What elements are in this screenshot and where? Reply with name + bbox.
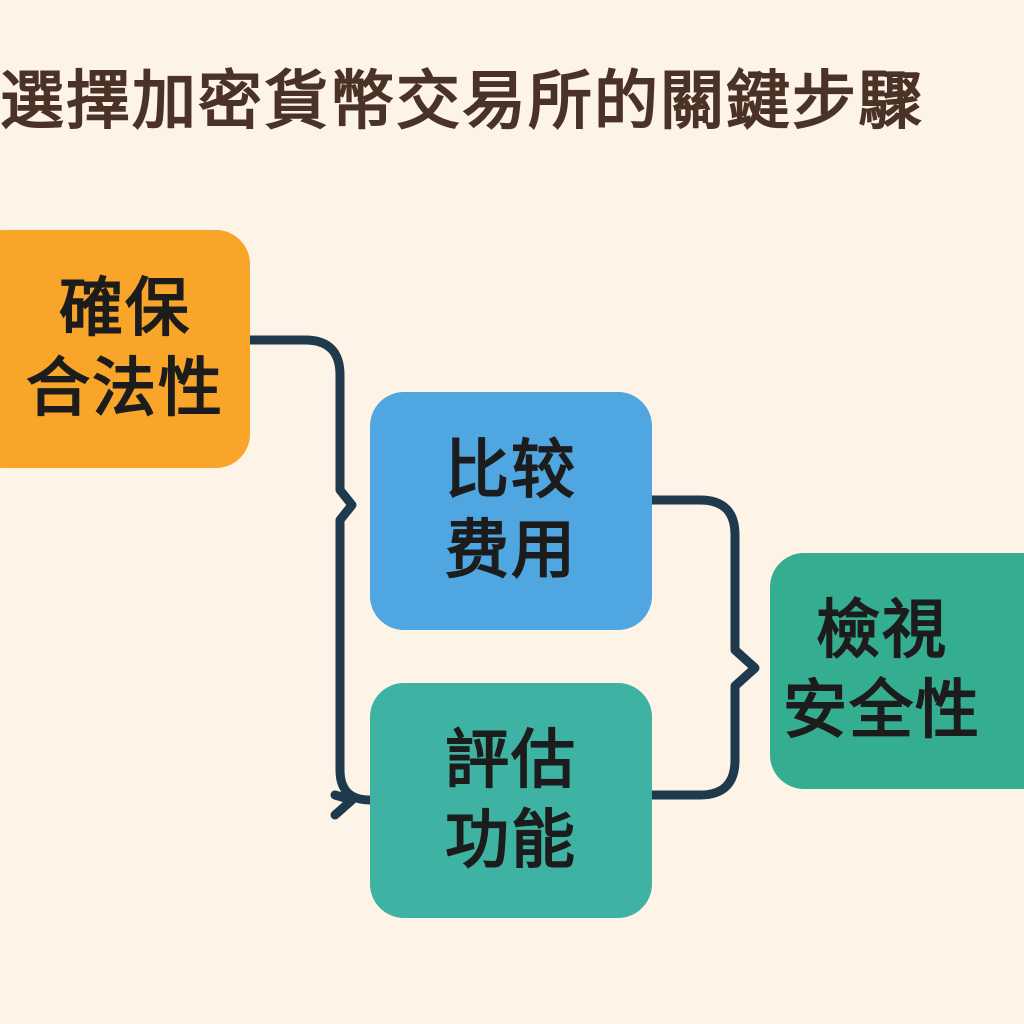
step-line-1: 檢視 [816, 594, 948, 668]
step-line-1: 比较 [445, 434, 577, 508]
step-line-1: 確保 [59, 272, 191, 346]
step-box-features: 評估 功能 [370, 683, 652, 918]
step-line-2: 功能 [445, 803, 577, 878]
step-label-features: 評估 功能 [445, 721, 577, 881]
bracket-connector-right [647, 495, 760, 800]
step-label-security: 檢視 安全性 [770, 591, 1024, 751]
step-box-legal: 確保 合法性 [0, 230, 250, 468]
arrow-tip-left [330, 790, 357, 820]
step-box-fees: 比较 费用 [370, 392, 652, 630]
step-label-legal: 確保 合法性 [0, 269, 250, 429]
step-line-2: 安全性 [783, 674, 981, 748]
step-line-1: 評估 [445, 723, 577, 798]
diagram-title: 選擇加密貨幣交易所的關鍵步驟 [0, 65, 924, 139]
bracket-connector-left [245, 335, 375, 805]
step-box-security: 檢視 安全性 [770, 553, 1024, 789]
step-line-2: 费用 [445, 514, 577, 588]
step-label-fees: 比较 费用 [445, 431, 577, 591]
step-line-2: 合法性 [26, 352, 224, 426]
